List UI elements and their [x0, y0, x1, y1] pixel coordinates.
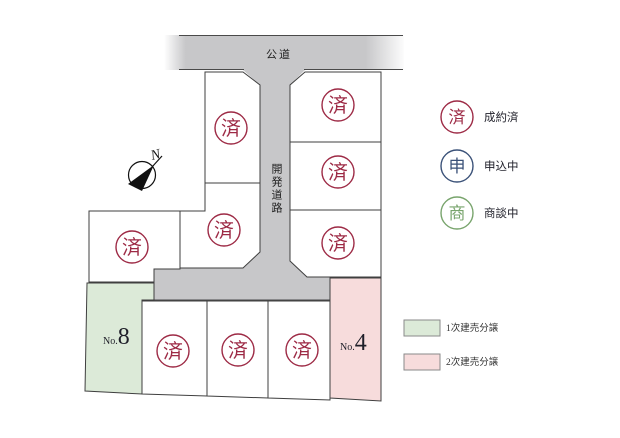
- status-mark: 済: [321, 155, 355, 189]
- svg-text:済: 済: [163, 340, 183, 363]
- svg-text:1次建売分譲: 1次建売分譲: [446, 322, 499, 334]
- phase1-swatch: [403, 319, 441, 337]
- svg-text:申: 申: [449, 157, 466, 176]
- status-mark: 済: [321, 88, 355, 122]
- compass-north-icon: N: [127, 147, 163, 191]
- lot-no4-label: No.4: [340, 330, 367, 356]
- svg-text:済: 済: [328, 161, 348, 184]
- svg-text:済: 済: [328, 94, 348, 117]
- phase-legend-row-1: 1次建売分譲: [403, 319, 499, 337]
- svg-text:済: 済: [122, 236, 142, 259]
- lot-no8-label: No.8: [103, 324, 130, 350]
- compass-north-label: N: [148, 147, 162, 164]
- svg-text:商: 商: [449, 204, 466, 223]
- status-legend: 済 成約済 申 申込中 商 商談中: [440, 100, 519, 230]
- phase-legend-row-2: 2次建売分譲: [403, 353, 499, 371]
- status-mark: 済: [115, 230, 149, 264]
- lot-center-north: [204, 71, 261, 184]
- public-road: [164, 35, 404, 70]
- lot-status-marks: 済 済 済 済 済 済 済 済: [115, 88, 355, 368]
- lot-no4: [329, 277, 382, 402]
- map-labels: 公道 開発道路 No.8 No.4: [103, 47, 367, 356]
- svg-text:商談中: 商談中: [484, 206, 519, 220]
- lots: [84, 71, 382, 402]
- lot-south-right: [267, 300, 331, 401]
- status-mark: 済: [321, 226, 355, 260]
- svg-text:申込中: 申込中: [484, 160, 519, 173]
- status-mark: 済: [156, 334, 190, 368]
- phase-legend: 1次建売分譲 2次建売分譲: [403, 319, 499, 371]
- lot-west: [88, 210, 181, 283]
- development-road: [154, 70, 330, 300]
- lot-east-bottom: [289, 209, 382, 278]
- status-mark: 済: [285, 333, 319, 367]
- public-road-label: 公道: [266, 47, 292, 61]
- development-road-label: 開発道路: [270, 163, 283, 215]
- status-legend-row-sold: 済 成約済: [440, 100, 519, 134]
- svg-text:済: 済: [328, 232, 348, 255]
- lot-no8: [84, 282, 155, 395]
- roads: [153, 35, 404, 301]
- svg-text:済: 済: [214, 219, 234, 242]
- status-legend-row-negotiating: 商 商談中: [440, 196, 519, 230]
- lot-center-south: [179, 182, 261, 269]
- svg-text:成約済: 成約済: [484, 110, 519, 124]
- status-legend-row-applied: 申 申込中: [440, 149, 519, 183]
- svg-text:済: 済: [228, 339, 248, 362]
- status-mark: 済: [214, 111, 248, 145]
- svg-text:2次建売分譲: 2次建売分譲: [446, 356, 499, 368]
- svg-text:済: 済: [221, 117, 241, 140]
- status-mark: 済: [207, 213, 241, 247]
- svg-text:済: 済: [449, 108, 466, 127]
- svg-text:済: 済: [292, 339, 312, 362]
- status-mark: 済: [221, 333, 255, 367]
- phase2-swatch: [403, 353, 441, 371]
